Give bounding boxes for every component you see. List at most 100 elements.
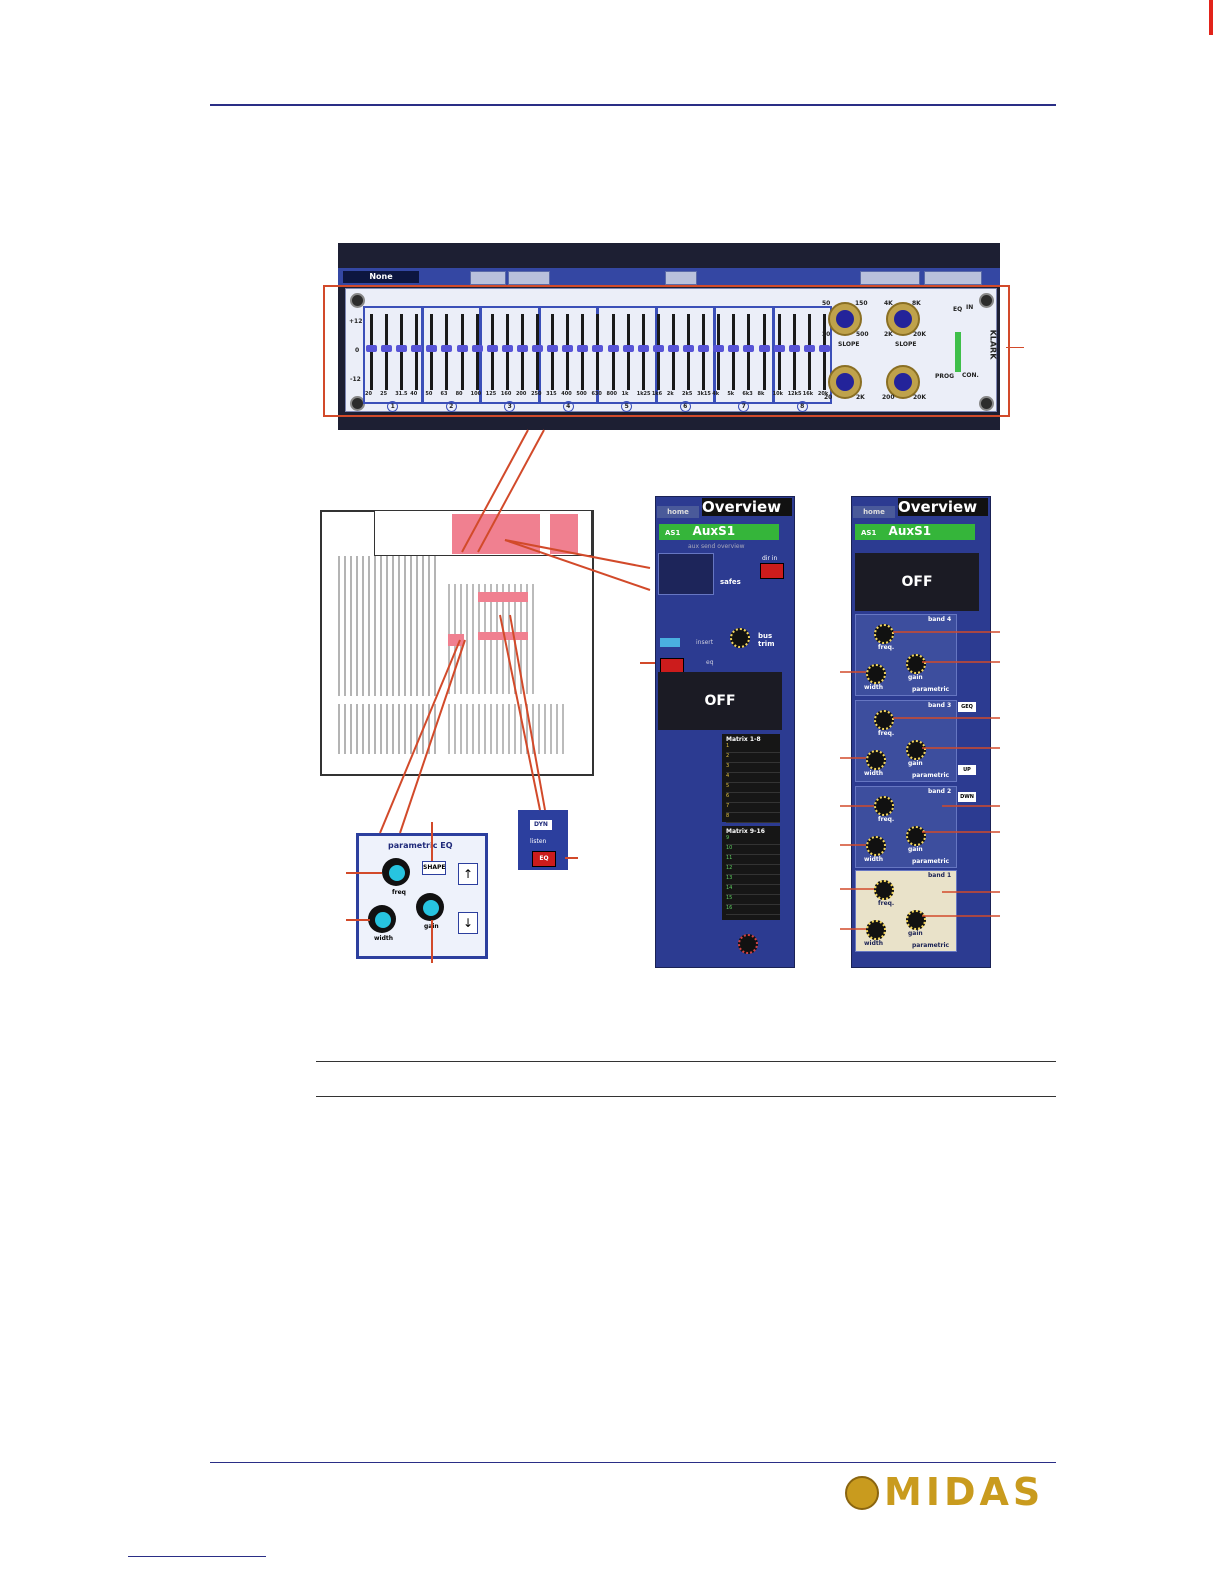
band-number: 1 xyxy=(387,401,399,412)
geq-fader-40[interactable] xyxy=(411,345,423,352)
geq-button[interactable]: GEQ xyxy=(958,702,976,712)
geq-fader-6k3[interactable] xyxy=(743,345,755,352)
dyn-button[interactable]: DYN xyxy=(530,820,552,830)
recall-button[interactable] xyxy=(924,271,982,285)
geq-fader-100[interactable] xyxy=(471,345,483,352)
matrix-row[interactable]: 4 xyxy=(726,773,780,783)
matrix-row[interactable]: 3 xyxy=(726,763,780,773)
geq-fader-800[interactable] xyxy=(607,345,619,352)
master-knob[interactable] xyxy=(738,934,758,954)
geq-fader-1k[interactable] xyxy=(622,345,634,352)
eq-button[interactable]: EQ xyxy=(532,851,556,867)
shape-button[interactable]: SHAPE xyxy=(422,861,446,875)
gain-knob[interactable] xyxy=(416,893,444,921)
width-knob[interactable] xyxy=(866,836,886,856)
fader-track xyxy=(460,314,464,390)
geq-fader-200[interactable] xyxy=(516,345,528,352)
geq-fader-630[interactable] xyxy=(592,345,604,352)
fader-track xyxy=(792,314,796,390)
channel-code: AS1 xyxy=(665,529,681,537)
down-button[interactable]: DWN xyxy=(958,792,976,802)
gain-knob[interactable] xyxy=(906,654,926,674)
matrix-row[interactable]: 7 xyxy=(726,803,780,813)
freq-knob[interactable] xyxy=(874,796,894,816)
width-knob[interactable] xyxy=(866,750,886,770)
matrix-row[interactable]: 1 xyxy=(726,743,780,753)
width-knob[interactable] xyxy=(866,664,886,684)
geq-fader-50[interactable] xyxy=(426,345,438,352)
freq-knob[interactable] xyxy=(874,710,894,730)
width-knob[interactable] xyxy=(866,920,886,940)
fader-track xyxy=(732,314,736,390)
matrix-row[interactable]: 15 xyxy=(726,895,780,905)
bus-trim-knob[interactable] xyxy=(730,628,750,648)
matrix-row[interactable]: 16 xyxy=(726,905,780,915)
freq-knob[interactable] xyxy=(382,858,410,886)
geq-fader-25[interactable] xyxy=(381,345,393,352)
geq-fader-3k15[interactable] xyxy=(698,345,710,352)
geq-fader-31.5[interactable] xyxy=(396,345,408,352)
down-arrow-button[interactable]: ↓ xyxy=(458,912,478,934)
slope-label: SLOPE xyxy=(838,341,860,348)
low-cut-knob[interactable] xyxy=(828,365,862,399)
matrix-row[interactable]: 14 xyxy=(726,885,780,895)
freq-label: 250 xyxy=(531,391,542,397)
matrix-row[interactable]: 8 xyxy=(726,813,780,823)
matrix-row[interactable]: 13 xyxy=(726,875,780,885)
geq-fader-80[interactable] xyxy=(456,345,468,352)
gain-knob[interactable] xyxy=(906,740,926,760)
insert-button[interactable] xyxy=(660,638,680,647)
geq-fader-125[interactable] xyxy=(486,345,498,352)
matrix-row[interactable]: 9 xyxy=(726,835,780,845)
geq-fader-5k[interactable] xyxy=(728,345,740,352)
geq-fader-8k[interactable] xyxy=(758,345,770,352)
home-tab[interactable]: home xyxy=(657,506,699,518)
geq-fader-2k[interactable] xyxy=(667,345,679,352)
channel-name-bar: AS1 AuxS1 xyxy=(659,524,779,540)
geq-fader-315[interactable] xyxy=(547,345,559,352)
flat-button[interactable] xyxy=(665,271,697,285)
geq-fader-160[interactable] xyxy=(501,345,513,352)
high-cut-knob[interactable] xyxy=(886,365,920,399)
geq-fader-20[interactable] xyxy=(366,345,377,352)
matrix-row[interactable]: 5 xyxy=(726,783,780,793)
preset-select[interactable]: None xyxy=(343,271,419,283)
callout-leader xyxy=(1006,347,1024,348)
geq-fader-4k[interactable] xyxy=(713,345,725,352)
home-tab[interactable]: home xyxy=(853,506,895,518)
matrix-row[interactable]: 11 xyxy=(726,855,780,865)
matrix-row[interactable]: 2 xyxy=(726,753,780,763)
master-faders xyxy=(448,704,568,754)
meter-bar xyxy=(955,332,961,372)
geq-fader-12k5[interactable] xyxy=(788,345,800,352)
geq-fader-16k[interactable] xyxy=(803,345,815,352)
up-arrow-button[interactable]: ↑ xyxy=(458,863,478,885)
matrix-row[interactable]: 12 xyxy=(726,865,780,875)
copy-button[interactable] xyxy=(470,271,506,285)
geq-fader-400[interactable] xyxy=(562,345,574,352)
matrix-row[interactable]: 10 xyxy=(726,845,780,855)
in-label: IN xyxy=(966,304,974,311)
dir-in-button[interactable] xyxy=(760,563,784,579)
geq-fader-2k5[interactable] xyxy=(683,345,695,352)
geq-fader-20k[interactable] xyxy=(818,345,830,352)
high-freq-knob[interactable] xyxy=(886,302,920,336)
geq-fader-1k25[interactable] xyxy=(637,345,649,352)
width-knob[interactable] xyxy=(368,905,396,933)
freq-knob[interactable] xyxy=(874,624,894,644)
channel-name-bar: AS1 AuxS1 xyxy=(855,524,975,540)
geq-fader-63[interactable] xyxy=(441,345,453,352)
geq-fader-250[interactable] xyxy=(532,345,544,352)
low-freq-knob[interactable] xyxy=(828,302,862,336)
freq-knob[interactable] xyxy=(874,880,894,900)
paste-button[interactable] xyxy=(508,271,550,285)
matrix-row[interactable]: 6 xyxy=(726,793,780,803)
matrix-1-8-title: Matrix 1-8 xyxy=(726,736,761,743)
geq-fader-10k[interactable] xyxy=(773,345,785,352)
gain-knob[interactable] xyxy=(906,826,926,846)
store-button[interactable] xyxy=(860,271,920,285)
gain-knob[interactable] xyxy=(906,910,926,930)
geq-fader-500[interactable] xyxy=(577,345,589,352)
up-button[interactable]: UP xyxy=(958,765,976,775)
geq-fader-1k6[interactable] xyxy=(652,345,664,352)
